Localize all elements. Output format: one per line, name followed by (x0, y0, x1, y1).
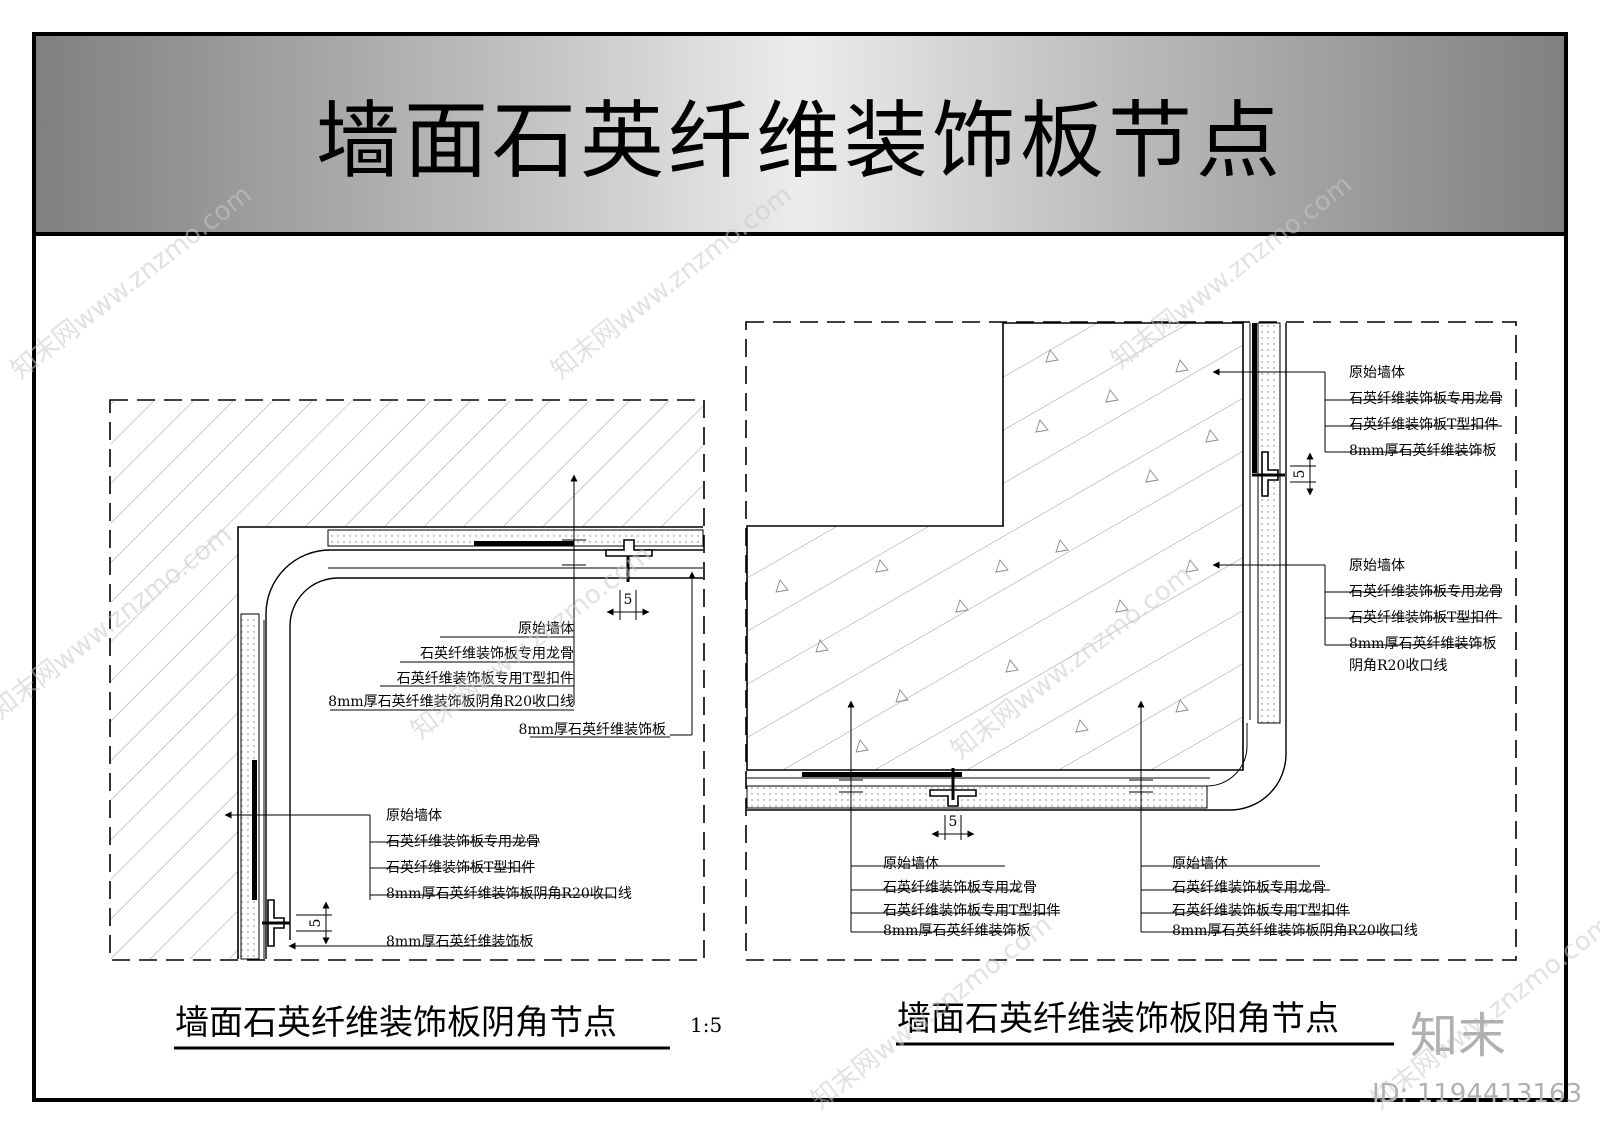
aggregate-mark (1175, 359, 1189, 373)
left-top-label: 石英纤维装饰板专用龙骨 (420, 645, 574, 662)
left-r20-trim-inner (289, 577, 703, 940)
right-upper-label: 石英纤维装饰板专用龙骨 (1349, 390, 1503, 407)
left-scale: 1:5 (690, 1013, 722, 1037)
right-caption: 墙面石英纤维装饰板阳角节点 (897, 999, 1339, 1039)
left-top-extra-label: 8mm厚石英纤维装饰板 (519, 721, 666, 738)
left-top-t-clip (605, 539, 653, 557)
aggregate-mark (1075, 719, 1089, 733)
aggregate-mark (1005, 659, 1019, 673)
left-caption: 墙面石英纤维装饰板阴角节点 (175, 1003, 617, 1043)
aggregate-mark (1105, 389, 1119, 403)
left-bottom-label: 原始墙体 (386, 808, 442, 824)
right-middle-label: 原始墙体 (1349, 558, 1405, 574)
page-title: 墙面石英纤维装饰板节点 (315, 91, 1284, 190)
right-middle-label: 阴角R20收口线 (1349, 658, 1447, 674)
aggregate-mark (1035, 419, 1049, 433)
right-upper-label: 石英纤维装饰板T型扣件 (1349, 416, 1498, 433)
right-upper-label: 原始墙体 (1349, 365, 1405, 381)
aggregate-mark (815, 639, 829, 653)
left-r20-trim-outer (265, 549, 703, 959)
left-top-label: 石英纤维装饰板专用T型扣件 (397, 670, 574, 687)
right-detail: 5 5 原始墙体 石英纤维装饰板专用龙骨 石英纤维装饰板T型扣件 8mm厚石英纤… (745, 321, 1517, 1046)
left-bottom-label: 石英纤维装饰板专用龙骨 (386, 833, 540, 850)
left-bottom-label: 石英纤维装饰板T型扣件 (386, 859, 535, 876)
left-detail: 5 原始墙体 石英纤维装饰板专用龙骨 石英纤维装饰板专用T型扣件 8mm厚石英纤… (109, 399, 722, 1050)
aggregate-mark (855, 739, 869, 753)
right-middle-label: 石英纤维装饰板T型扣件 (1349, 609, 1498, 626)
aggregate-mark (875, 559, 889, 573)
left-side-dimension: 5 (308, 919, 324, 928)
aggregate-mark (1185, 559, 1199, 573)
watermark-url: 知末网www.znzmo.com (546, 180, 798, 386)
right-wall-aggregates (775, 349, 1219, 753)
right-bottom-right-label: 8mm厚石英纤维装饰板阴角R20收口线 (1172, 922, 1418, 939)
right-viewport-border (745, 321, 1517, 961)
watermark-url: 知末网www.znzmo.com (406, 540, 658, 746)
left-viewport-border (109, 399, 705, 961)
right-bottom-panel (746, 785, 1208, 809)
right-bottom-dimension: 5 (949, 814, 958, 830)
right-bottom-right-label: 石英纤维装饰板专用龙骨 (1172, 879, 1326, 896)
right-bottom-left-label: 8mm厚石英纤维装饰板 (883, 922, 1030, 939)
left-top-label: 原始墙体 (518, 621, 574, 637)
right-wall-hatch (746, 322, 1244, 771)
watermark-brand: 知末 (1410, 1008, 1506, 1064)
aggregate-mark (775, 579, 789, 593)
aggregate-mark (1175, 699, 1189, 713)
right-bottom-left-label: 石英纤维装饰板专用T型扣件 (883, 902, 1060, 919)
right-side-dimension: 5 (1292, 470, 1308, 479)
aggregate-mark (1055, 539, 1069, 553)
right-bottom-left-label: 原始墙体 (883, 856, 939, 872)
watermark-id: ID: 1194413163 (1372, 1079, 1582, 1109)
aggregate-mark (1205, 429, 1219, 443)
aggregate-mark (995, 559, 1009, 573)
aggregate-mark (1045, 349, 1059, 363)
right-bottom-left-label: 石英纤维装饰板专用龙骨 (883, 879, 1037, 896)
drawing-frame (32, 32, 1568, 1102)
aggregate-mark (955, 599, 969, 613)
left-wall-hatch (111, 401, 703, 959)
aggregate-mark (1115, 599, 1129, 613)
right-upper-label: 8mm厚石英纤维装饰板 (1349, 442, 1496, 459)
right-bottom-right-label: 石英纤维装饰板专用T型扣件 (1172, 902, 1349, 919)
left-bottom-label: 8mm厚石英纤维装饰板阴角R20收口线 (386, 885, 632, 902)
right-corner-trim (747, 323, 1287, 811)
title-banner: 墙面石英纤维装饰板节点 (36, 36, 1564, 236)
aggregate-mark (895, 689, 909, 703)
left-top-dimension: 5 (624, 592, 633, 608)
left-top-label-group: 原始墙体 石英纤维装饰板专用龙骨 石英纤维装饰板专用T型扣件 8mm厚石英纤维装… (328, 621, 666, 738)
aggregate-mark (1145, 469, 1159, 483)
left-top-label: 8mm厚石英纤维装饰板阴角R20收口线 (328, 693, 574, 710)
watermark-url: 知末网www.znzmo.com (6, 180, 258, 386)
right-middle-label: 8mm厚石英纤维装饰板 (1349, 635, 1496, 652)
right-bottom-right-label: 原始墙体 (1172, 856, 1228, 872)
right-middle-label: 石英纤维装饰板专用龙骨 (1349, 583, 1503, 600)
right-side-panel (1257, 322, 1281, 724)
left-bottom-extra-label: 8mm厚石英纤维装饰板 (386, 933, 533, 950)
